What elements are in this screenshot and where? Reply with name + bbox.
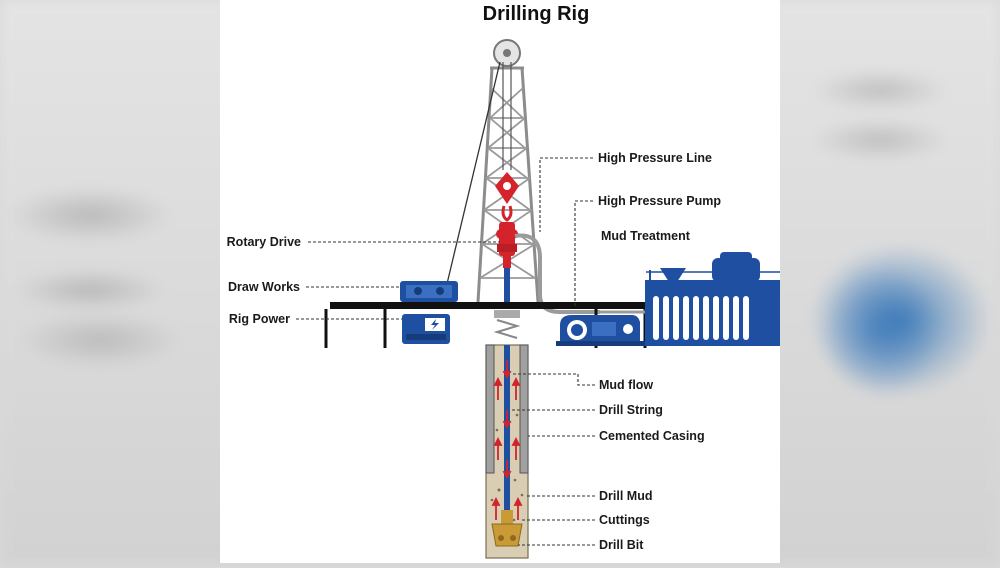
label-rig-power: Rig Power	[229, 312, 290, 326]
label-draw-works: Draw Works	[228, 280, 300, 294]
derrick	[445, 39, 540, 303]
label-drill-mud: Drill Mud	[599, 489, 652, 503]
travelling-block	[495, 172, 519, 222]
label-mud-treatment: Mud Treatment	[601, 229, 691, 243]
label-high-pressure-line: High Pressure Line	[598, 151, 712, 165]
wellbore	[485, 344, 529, 559]
mud-treatment-unit	[645, 252, 780, 346]
diagram-panel: Drilling Rig	[220, 0, 780, 563]
label-drill-string: Drill String	[599, 403, 663, 417]
label-drill-bit: Drill Bit	[599, 538, 644, 552]
drill-bit	[491, 510, 523, 547]
high-pressure-hose	[514, 233, 600, 314]
label-cemented-casing: Cemented Casing	[599, 429, 705, 443]
cemented-casing	[485, 344, 495, 474]
label-cuttings: Cuttings	[599, 513, 650, 527]
diagram-title: Drilling Rig	[483, 3, 590, 25]
rotary-drive	[496, 222, 518, 268]
high-pressure-pump	[556, 315, 646, 346]
label-rotary-drive: Rotary Drive	[227, 235, 301, 249]
label-high-pressure-pump: High Pressure Pump	[598, 194, 721, 208]
rig-power-generator	[402, 314, 450, 344]
drilling-rig-diagram: Drilling Rig	[227, 3, 780, 559]
draw-works	[400, 281, 458, 302]
label-mud-flow: Mud flow	[599, 378, 653, 392]
drill-pipe	[504, 268, 510, 306]
mud-flow-arrows	[491, 360, 523, 520]
